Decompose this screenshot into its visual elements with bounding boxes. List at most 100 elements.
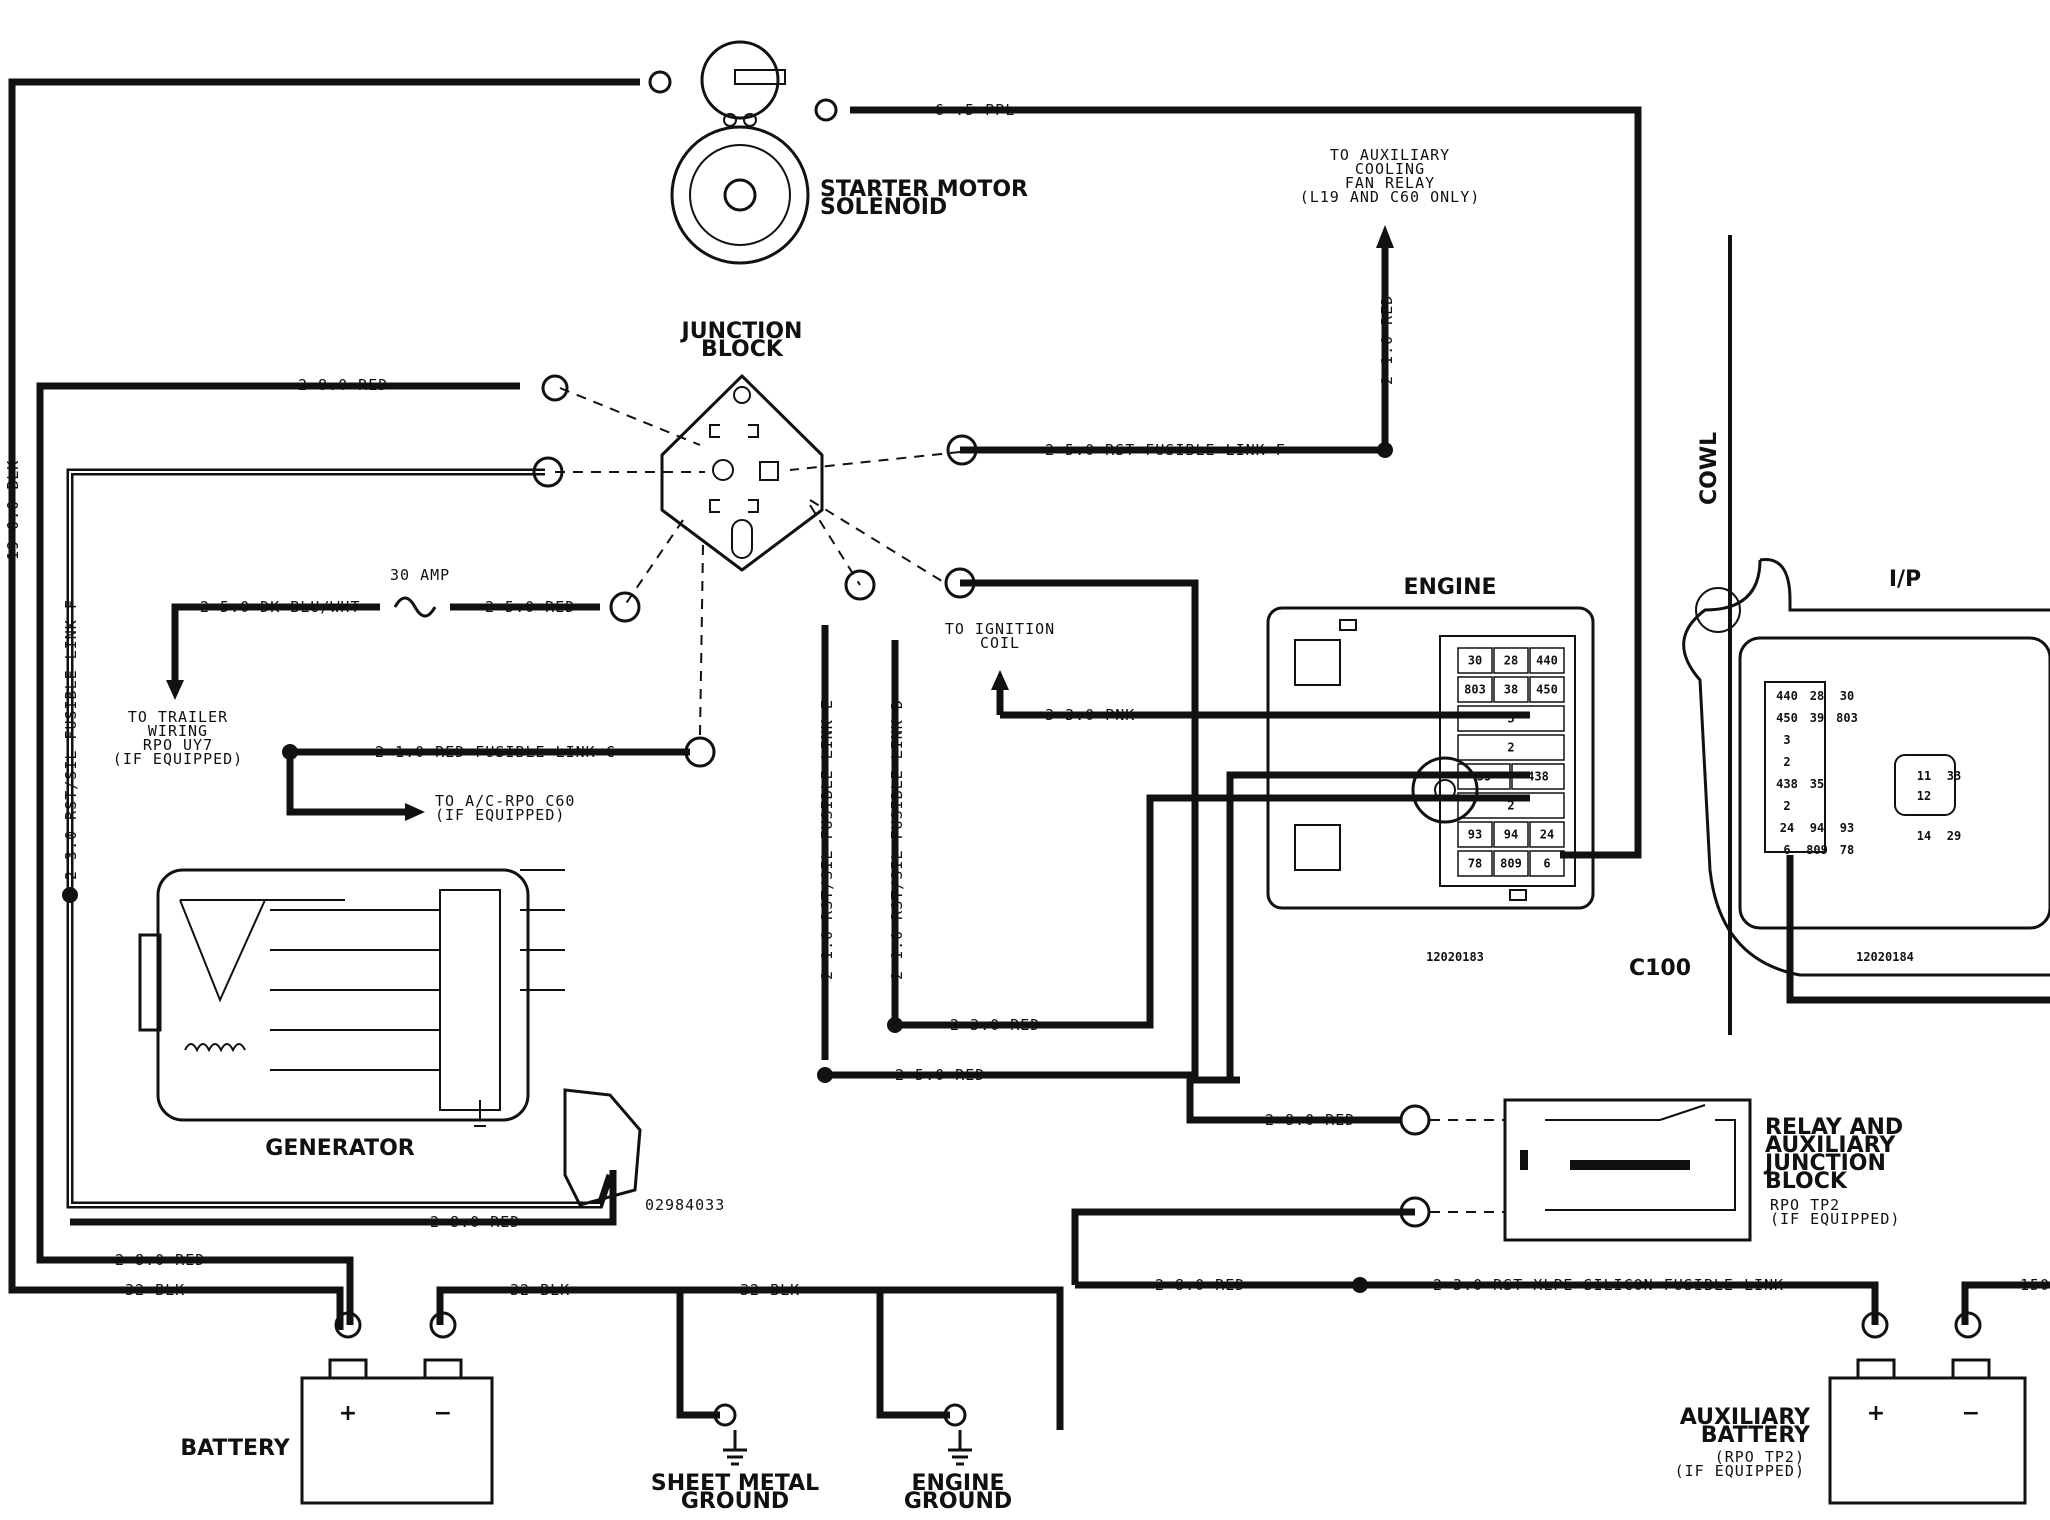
ip-pin-label: 30: [1840, 689, 1854, 703]
ignition-line1: TO IGNITION: [945, 620, 1055, 638]
engine-pin-label: 6: [1543, 857, 1550, 871]
ip-pin-label: 29: [1947, 829, 1961, 843]
engine-part-number: 12020183: [1426, 950, 1484, 964]
junction-block: [660, 374, 824, 572]
engine-pin-label: 28: [1504, 654, 1518, 668]
engine-pin-cell: [1457, 850, 1493, 877]
terminals: [62, 374, 1431, 1293]
ip-pin-label: 14: [1917, 829, 1931, 843]
aux-rpo-line2: (IF EQUIPPED): [1675, 1462, 1805, 1480]
aux-battery-minus: −: [1962, 1401, 1980, 1426]
engine-pin-label: 809: [1500, 857, 1522, 871]
ip-connector: [1682, 558, 2050, 977]
ip-pin-label: 809: [1806, 843, 1828, 857]
label-ppl: 6-.5 PPL: [935, 101, 1015, 119]
engine-pin-label: 38: [1504, 683, 1518, 697]
ip-pin-label: 2: [1783, 755, 1790, 769]
relay-rpo-line1: RPO TP2: [1770, 1196, 1840, 1214]
engine-pin-label: 93: [1468, 828, 1482, 842]
label-red-8b: 2-8.0 RED: [430, 1213, 520, 1231]
engine-pin-label: 2: [1507, 799, 1514, 813]
label-red-3: 2-3.0 RED: [950, 1016, 1040, 1034]
engine-pin-cell: [1493, 676, 1529, 703]
label-blk-32a: 32 BLK: [125, 1281, 185, 1299]
engine-pin-label: 35: [1477, 770, 1491, 784]
label-30amp: 30 AMP: [390, 566, 450, 584]
ip-pin-label: 11: [1917, 769, 1931, 783]
engine-pin-label: 440: [1536, 654, 1558, 668]
engine-connector-title: ENGINE: [1403, 575, 1496, 600]
ignition-line2: COIL: [980, 634, 1020, 652]
ip-pin-label: 28: [1810, 689, 1824, 703]
starter-title-line2: SOLENOID: [820, 195, 947, 220]
engine-pin-cell: [1457, 792, 1565, 819]
relay-rpo-line2: (IF EQUIPPED): [1770, 1210, 1900, 1228]
label-red-8d: 2-8.0 RED: [1155, 1276, 1245, 1294]
aux-battery-line2: BATTERY: [1701, 1423, 1811, 1448]
trailer-line1: TO TRAILER: [128, 708, 228, 726]
sheet-ground-line1: SHEET METAL: [651, 1471, 819, 1496]
arrows: [166, 225, 1394, 821]
trailer-line2: WIRING: [148, 722, 208, 740]
label-fusible-e: 2-1.0 RST/SIL FUSIBLE LINK E: [818, 699, 836, 980]
label-xlpe: 2-3.0 RST XLPE-SILICON FUSIBLE LINK: [1433, 1276, 1784, 1294]
engine-pin-cell: [1529, 850, 1565, 877]
engine-pin-label: 438: [1527, 770, 1549, 784]
trailer-line4: (IF EQUIPPED): [113, 750, 243, 768]
label-red-10: 2-1.0 RED: [1378, 295, 1396, 385]
engine-pin-label: 450: [1536, 683, 1558, 697]
ip-connector-title: I/P: [1889, 567, 1921, 592]
label-fusible-d: 2-1.0 RST/SIL FUSIBLE LINK D: [888, 699, 906, 980]
relay-line3: JUNCTION: [1763, 1151, 1886, 1176]
label-150: 150: [2020, 1276, 2050, 1294]
label-fusible-c: 2-1.0 RED FUSIBLE LINK C: [375, 743, 616, 761]
engine-pin-cell: [1457, 821, 1493, 848]
ip-pin-label: 12: [1917, 789, 1931, 803]
generator-part-number: 02984033: [645, 1196, 725, 1214]
label-dkblu: 2-5.0 DK BLU/WHT: [200, 598, 361, 616]
battery-title: BATTERY: [180, 1436, 290, 1461]
engine-pin-label: 24: [1540, 828, 1554, 842]
battery: [300, 1311, 494, 1505]
engine-pin-cell: [1529, 676, 1565, 703]
ip-pin-label: 78: [1840, 843, 1854, 857]
dashed-links: [555, 387, 1505, 1213]
engine-pin-label: 78: [1468, 857, 1482, 871]
sheet-ground-line2: GROUND: [681, 1489, 789, 1514]
junction-title-line2: BLOCK: [701, 337, 784, 362]
engine-pin-cell: [1529, 821, 1565, 848]
engine-pin-label: 3: [1507, 712, 1514, 726]
ac-line1: TO A/C-RPO C60: [435, 792, 575, 810]
ac-line2: (IF EQUIPPED): [435, 806, 565, 824]
ip-pin-label: 2: [1783, 799, 1790, 813]
ip-pin-label: 93: [1840, 821, 1854, 835]
relay-line2: AUXILIARY: [1765, 1133, 1896, 1158]
label-fusible-f-vert: 2-3.0 RST/SIL FUSIBLE LINK F: [62, 599, 80, 880]
engine-pin-label: 30: [1468, 654, 1482, 668]
ip-pin-label: 35: [1810, 777, 1824, 791]
ip-pin-label: 24: [1780, 821, 1794, 835]
ground-symbols: [713, 1403, 972, 1466]
generator-title: GENERATOR: [265, 1136, 414, 1161]
label-blk-32b: 32 BLK: [510, 1281, 570, 1299]
ip-pin-label: 803: [1836, 711, 1858, 725]
engine-pin-cell: [1493, 850, 1529, 877]
engine-pin-label: 94: [1504, 828, 1518, 842]
aux-rpo-line1: (RPO TP2): [1715, 1448, 1805, 1466]
trailer-line3: RPO UY7: [143, 736, 213, 754]
label-blk-32c: 32 BLK: [740, 1281, 800, 1299]
label-red-8c: 2-8.0 RED: [115, 1251, 205, 1269]
engine-pin-label: 803: [1464, 683, 1486, 697]
engine-ground-line2: GROUND: [904, 1489, 1012, 1514]
relay-line4: BLOCK: [1765, 1169, 1848, 1194]
engine-pin-cell: [1457, 734, 1565, 761]
label-red-8a: 2-8.0 RED: [1265, 1111, 1355, 1129]
starter-motor-solenoid: [648, 40, 838, 265]
ip-pin-label: 440: [1776, 689, 1798, 703]
ip-pin-label: 6: [1783, 843, 1790, 857]
label-pnk: 3-3.0 PNK: [1045, 706, 1135, 724]
aux-fan-line4: (L19 AND C60 ONLY): [1300, 188, 1481, 206]
